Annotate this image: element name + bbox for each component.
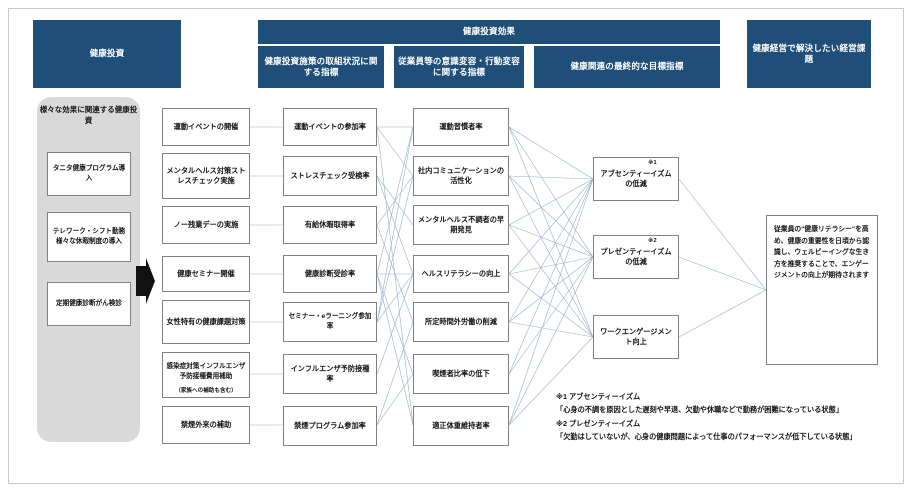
footnotes: ※1 アブセンティーイズム 「心身の不調を原因とした遅刻や早退、欠勤や休職などで…	[556, 390, 886, 443]
header-measure-status-indicator: 健康投資施策の取組状況に関する指標	[258, 46, 384, 88]
behavior-node-5: 喫煙者比率の低下	[413, 354, 509, 394]
goal-node-0-mark: ※1	[648, 160, 657, 166]
footnote-1: 「心身の不調を原因とした遅刻や早退、欠勤や休職などで勤務が困難になっている状態」	[556, 405, 844, 415]
goal-node-2: ワークエンゲージメント向上	[593, 315, 679, 359]
measure-node-6: 禁煙外来の補助	[162, 406, 250, 444]
header-management-issue: 健康経営で解決したい経営課題	[747, 20, 871, 88]
kpi-node-2: 有給休暇取得率	[283, 206, 377, 244]
header-health-investment: 健康投資	[33, 20, 181, 88]
header-final-goal-indicator: 健康関連の最終的な目標指標	[534, 46, 720, 88]
footnote-2: ※2 プレゼンティーイズム	[556, 418, 641, 428]
panel-item-2: 定期健康診断がん検診	[47, 282, 131, 326]
panel-item-0: タニタ健康プログラム導入	[47, 152, 131, 196]
measure-node-5-note: （家族への補助も含む）	[175, 388, 237, 394]
header-behavior-change-indicator: 従業員等の意識変容・行動変容に関する指標	[394, 46, 524, 88]
conclusion-box: 従業員の"健康リテラシー"を高め、健康の重要性を日頃から認識し、ウェルビーイング…	[766, 215, 878, 365]
measure-node-1: メンタルヘルス対策ストレスチェック実施	[162, 153, 250, 199]
measure-node-0: 運動イベントの開催	[162, 108, 250, 146]
measure-node-2: ノー残業デーの実施	[162, 206, 250, 244]
kpi-node-5: インフルエンザ予防接種率	[283, 354, 377, 394]
goal-node-0: アブセンティーイズムの低減	[593, 157, 679, 201]
header-health-investment-effect: 健康投資効果	[258, 20, 720, 44]
behavior-node-2: メンタルヘルス不調者の早期発見	[413, 205, 509, 245]
footnote-3: 「欠勤はしていないが、心身の健康問題によって仕事のパフォーマンスが低下している状…	[556, 431, 857, 441]
measure-node-4: 女性特有の健康課題対策	[162, 300, 250, 344]
goal-node-1-mark: ※2	[648, 238, 657, 244]
kpi-node-6: 禁煙プログラム参加率	[283, 406, 377, 446]
measure-node-3: 健康セミナー開催	[162, 256, 250, 292]
behavior-node-3: ヘルスリテラシーの向上	[413, 255, 509, 293]
measure-node-5: 感染症対策インフルエンザ予防接種費用補助	[162, 352, 250, 398]
flow-arrow-icon	[136, 258, 155, 304]
footnote-0: ※1 アブセンティーイズム	[556, 392, 641, 401]
investment-panel-title: 様々な効果に関連する健康投資	[39, 105, 138, 126]
goal-node-1: プレゼンティーイズムの低減	[593, 235, 679, 279]
behavior-node-0: 運動習慣者率	[413, 108, 509, 146]
investment-panel	[37, 97, 140, 442]
kpi-node-3: 健康診断受診率	[283, 255, 377, 293]
kpi-node-0: 運動イベントの参加率	[283, 108, 377, 146]
panel-item-1: テレワーク・シフト勤務様々な休暇制度の導入	[47, 212, 131, 262]
behavior-node-1: 社内コミュニケーションの活性化	[413, 156, 509, 196]
behavior-node-6: 適正体重維持者率	[413, 406, 509, 446]
kpi-node-1: ストレスチェック受検率	[283, 156, 377, 196]
behavior-node-4: 所定時間外労働の削減	[413, 302, 509, 342]
kpi-node-4: セミナー・eラーニング参加率	[283, 302, 377, 342]
